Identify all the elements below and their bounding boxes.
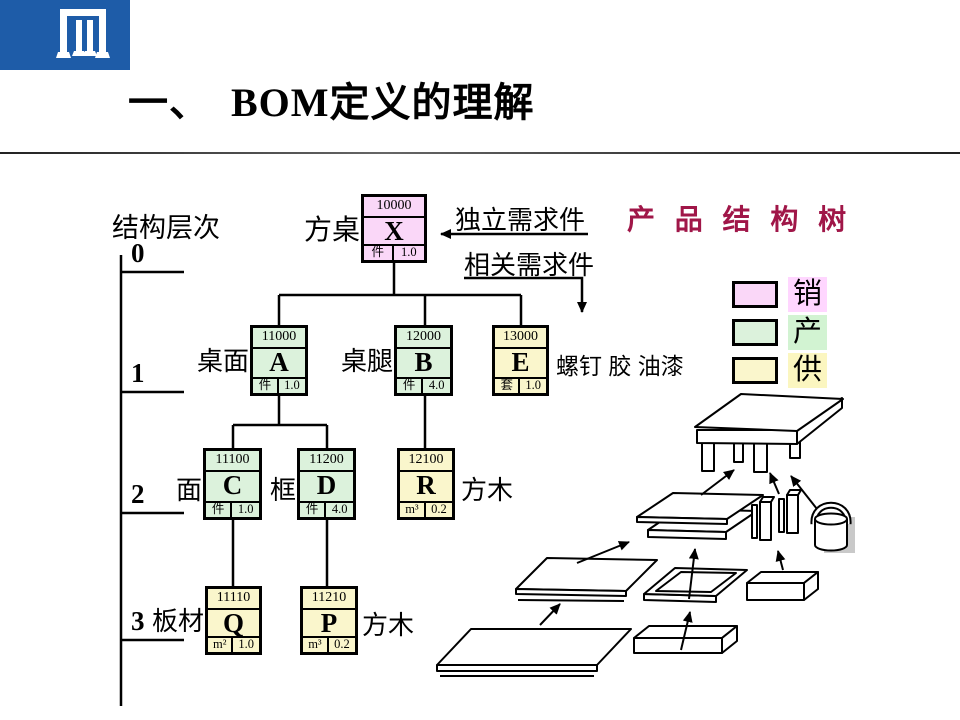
item-code: 12100 bbox=[400, 451, 452, 472]
item-code: 11000 bbox=[253, 328, 305, 349]
exploded-view-illustration bbox=[436, 393, 855, 677]
node-label-R: 方木 bbox=[461, 475, 514, 505]
item-unit-qty: 套 1.0 bbox=[495, 379, 546, 393]
logo-pillars-icon bbox=[56, 9, 110, 58]
paint-bucket-icon bbox=[810, 501, 855, 553]
item-unit-qty: 件 1.0 bbox=[364, 246, 424, 260]
structure-levels-label: 结构层次 bbox=[112, 213, 220, 243]
item-quantity: 1.0 bbox=[238, 637, 255, 651]
item-code: 11200 bbox=[300, 451, 353, 472]
item-unit-qty: m² 1.0 bbox=[208, 638, 259, 652]
node-label-B: 桌腿 bbox=[340, 346, 393, 376]
item-quantity: 1.0 bbox=[237, 502, 254, 516]
table-legs-icon bbox=[751, 489, 802, 541]
legend-label-supply: 供 bbox=[788, 353, 828, 388]
item-unit: m³ bbox=[303, 638, 329, 652]
item-letter: C bbox=[206, 472, 259, 503]
node-label-A: 桌面 bbox=[196, 346, 249, 376]
title-divider bbox=[0, 152, 960, 154]
board-icon bbox=[436, 628, 632, 677]
node-label-C: 面 bbox=[175, 475, 202, 505]
node-label-Q: 板材 bbox=[151, 606, 204, 636]
panel-icon bbox=[515, 557, 658, 602]
independent-demand-label: 独立需求件 bbox=[455, 205, 586, 235]
item-letter: X bbox=[364, 218, 424, 246]
item-unit-qty: 件 1.0 bbox=[253, 379, 305, 393]
node-label-E: 螺钉 胶 油漆 bbox=[556, 353, 684, 379]
item-unit: 套 bbox=[495, 379, 521, 393]
assembled-table-icon bbox=[694, 393, 844, 473]
level-number-2: 2 bbox=[131, 479, 145, 509]
item-unit-qty: 件 4.0 bbox=[397, 379, 450, 393]
item-unit-qty: 件 1.0 bbox=[206, 503, 259, 517]
item-unit: m² bbox=[208, 638, 234, 652]
item-quantity: 4.0 bbox=[428, 378, 445, 392]
item-code: 11210 bbox=[303, 589, 355, 610]
legend-item-production: 产 bbox=[732, 315, 828, 350]
item-code: 12000 bbox=[397, 328, 450, 349]
legend-item-supply: 供 bbox=[732, 353, 828, 388]
legend-swatch-sales bbox=[732, 281, 778, 308]
item-letter: B bbox=[397, 349, 450, 379]
item-quantity: 0.2 bbox=[431, 502, 447, 516]
item-letter: Q bbox=[208, 610, 259, 638]
item-quantity: 0.2 bbox=[334, 637, 350, 651]
beam-icon bbox=[746, 571, 819, 601]
item-letter: E bbox=[495, 349, 546, 379]
item-letter: R bbox=[400, 472, 452, 503]
item-unit-qty: 件 4.0 bbox=[300, 503, 353, 517]
item-quantity: 4.0 bbox=[331, 502, 348, 516]
item-letter: P bbox=[303, 610, 355, 638]
legend-item-sales: 销 bbox=[732, 277, 828, 312]
node-label-X: 方桌 bbox=[303, 214, 360, 245]
item-unit: 件 bbox=[364, 246, 394, 260]
assembly-arrows bbox=[539, 469, 818, 651]
item-unit: 件 bbox=[253, 379, 279, 393]
item-quantity: 1.0 bbox=[525, 378, 542, 392]
item-quantity: 1.0 bbox=[284, 378, 300, 392]
node-label-P: 方木 bbox=[362, 610, 415, 640]
item-code: 13000 bbox=[495, 328, 546, 349]
page-title: 一、 BOM定义的理解 bbox=[128, 80, 535, 125]
level-number-3: 3 bbox=[131, 606, 145, 636]
frame-icon bbox=[643, 567, 748, 603]
item-code: 11110 bbox=[208, 589, 259, 610]
item-code: 10000 bbox=[364, 197, 424, 218]
tree-connectors bbox=[231, 262, 523, 586]
level-number-0: 0 bbox=[131, 238, 145, 268]
item-unit: 件 bbox=[206, 503, 233, 517]
tabletop-assembly-icon bbox=[636, 492, 764, 540]
item-code: 11100 bbox=[206, 451, 259, 472]
item-unit-qty: m³ 0.2 bbox=[303, 638, 355, 652]
item-quantity: 1.0 bbox=[400, 245, 417, 259]
node-label-D: 框 bbox=[269, 475, 296, 505]
item-unit: 件 bbox=[300, 503, 327, 517]
item-letter: A bbox=[253, 349, 305, 379]
level-axis bbox=[119, 255, 184, 706]
legend-label-production: 产 bbox=[788, 315, 828, 350]
item-unit: 件 bbox=[397, 379, 424, 393]
level-number-1: 1 bbox=[131, 358, 145, 388]
product-structure-tree-title: 产 品 结 构 树 bbox=[627, 204, 853, 235]
legend-label-sales: 销 bbox=[788, 277, 828, 312]
legend-swatch-production bbox=[732, 319, 778, 346]
dependent-demand-arrow bbox=[464, 276, 587, 313]
item-unit-qty: m³ 0.2 bbox=[400, 503, 452, 517]
legend-swatch-supply bbox=[732, 357, 778, 384]
company-logo bbox=[0, 0, 130, 70]
item-letter: D bbox=[300, 472, 353, 503]
dependent-demand-label: 相关需求件 bbox=[464, 250, 595, 280]
item-unit: m³ bbox=[400, 503, 426, 517]
